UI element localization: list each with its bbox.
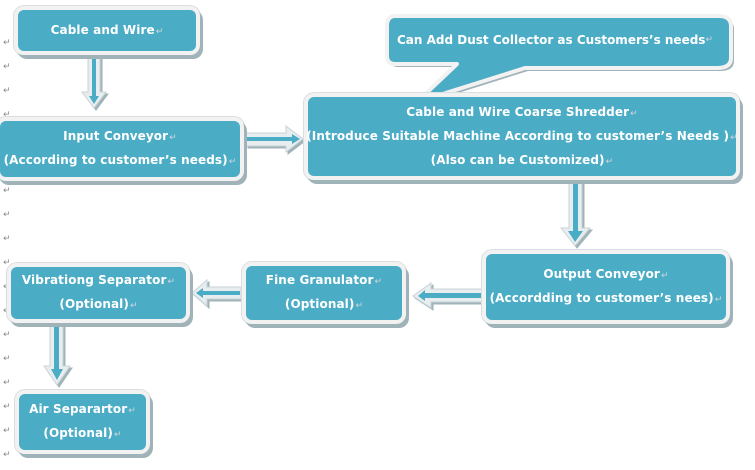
node-line: Output Conveyor↵ <box>543 267 669 281</box>
paragraph-mark: ↵ <box>3 186 11 196</box>
paragraph-mark: ↵ <box>3 258 11 268</box>
arrow-output-to-granulator <box>412 282 483 309</box>
paragraph-mark: ↵ <box>3 378 11 388</box>
callout-dust-collector: Can Add Dust Collector as Customers’s ne… <box>385 12 745 102</box>
paragraph-mark: ↵ <box>3 62 11 72</box>
arrow-cable-to-input <box>81 55 107 109</box>
node-vibrating-separator: Vibrationg Separator↵ (Optional)↵ <box>7 263 190 323</box>
node-line: Cable and Wire↵ <box>50 22 164 37</box>
node-line: (According to customer’s needs)↵ <box>3 153 237 167</box>
paragraph-mark: ↵ <box>3 426 11 436</box>
node-line: (Optional)↵ <box>284 297 364 311</box>
node-line: Input Conveyor↵ <box>63 129 177 143</box>
node-cable-and-wire: Cable and Wire↵ <box>14 6 200 55</box>
paragraph-mark: ↵ <box>3 354 11 364</box>
node-air-separator: Air Separartor↵ (Optional)↵ <box>15 390 150 454</box>
node-line: Vibrationg Separator↵ <box>21 273 176 287</box>
paragraph-mark: ↵ <box>3 306 13 316</box>
callout-shape <box>385 14 734 102</box>
node-line: (Also can be Customized)↵ <box>430 152 614 167</box>
paragraph-mark: ↵ <box>3 110 11 120</box>
paragraph-mark: ↵ <box>3 86 11 96</box>
node-line: (Optional)↵ <box>59 297 138 311</box>
node-output-conveyor: Output Conveyor↵ (Accordding to customer… <box>482 250 730 324</box>
paragraph-mark: ↵ <box>3 210 11 220</box>
arrow-input-to-shredder <box>245 124 304 154</box>
node-line: (Optional)↵ <box>43 426 122 440</box>
paragraph-mark: ↵ <box>3 402 11 412</box>
node-line: Fine Granulator↵ <box>265 273 383 287</box>
paragraph-mark: ↵ <box>3 234 11 244</box>
paragraph-mark: ↵ <box>3 330 11 340</box>
node-line: Air Separartor↵ <box>29 402 136 416</box>
node-line: (Accordding to customer’s nees)↵ <box>489 291 723 305</box>
paragraph-mark: ↵ <box>3 38 11 48</box>
arrow-vibrating-to-air <box>43 324 71 386</box>
callout-text: Can Add Dust Collector as Customers’s ne… <box>396 33 713 47</box>
arrow-granulator-to-vibrating <box>191 278 242 308</box>
node-input-conveyor: Input Conveyor↵ (According to customer’s… <box>0 117 244 181</box>
paragraph-mark: ↵ <box>3 282 13 292</box>
node-fine-granulator: Fine Granulator↵ (Optional)↵ <box>242 262 406 324</box>
node-line: Cable and Wire Coarse Shredder↵ <box>406 104 638 119</box>
node-coarse-shredder: Cable and Wire Coarse Shredder↵ (Introdu… <box>304 93 740 180</box>
node-line: (Introduce Suitable Machine According to… <box>306 128 738 143</box>
arrow-shredder-to-output <box>559 180 592 247</box>
paragraph-mark: ↵ <box>3 450 11 460</box>
